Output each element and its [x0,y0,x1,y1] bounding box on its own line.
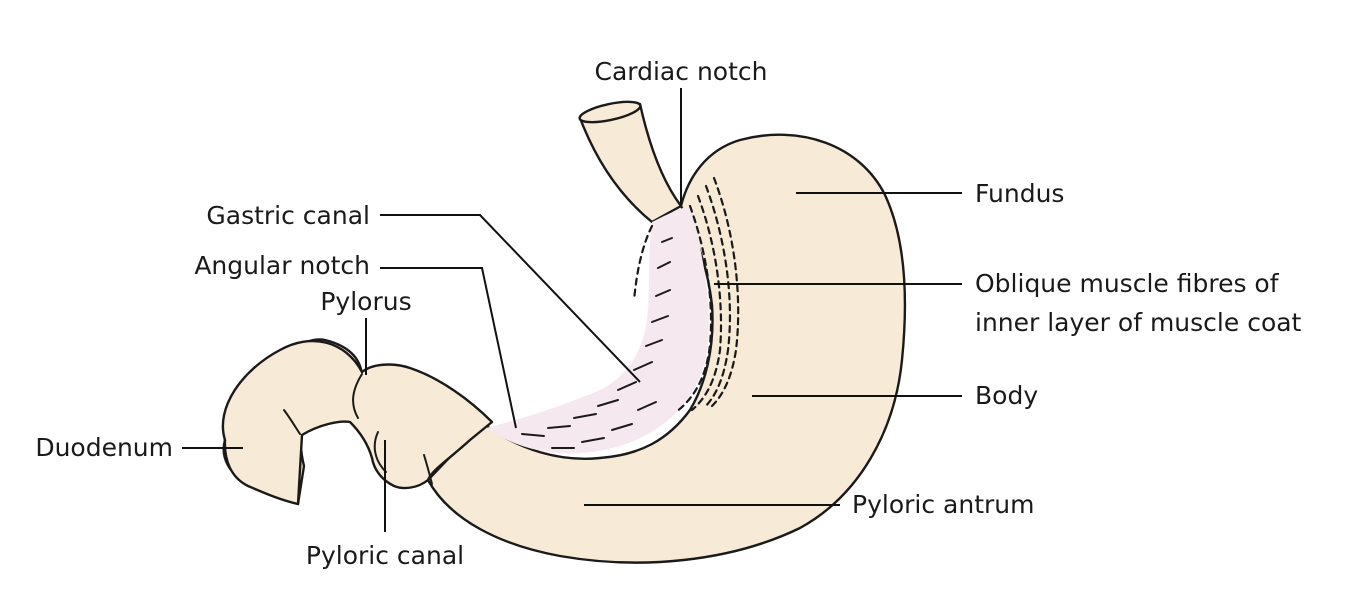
hatch [597,399,619,407]
label-angular-notch: Angular notch [194,251,370,280]
stomach [222,133,907,564]
hatch [655,289,671,297]
duodenum-region [221,339,494,506]
duodenum-outline [221,339,494,506]
hatch [547,425,571,429]
label-fundus: Fundus [975,179,1064,208]
hatch [573,413,597,419]
hatch [633,361,653,371]
label-cardiac-notch: Cardiac notch [595,57,768,86]
leader-lines [182,88,962,532]
hatch [657,261,671,269]
hatch [611,423,633,431]
hatch [661,237,673,243]
hatch [637,401,657,411]
label-pyloric-canal: Pyloric canal [306,541,464,570]
antrum-fold [423,454,433,485]
leader-gastric-canal [380,214,641,383]
fibre-arc [702,184,732,410]
gastric-canal-band [486,206,709,454]
label-body: Body [975,381,1038,410]
hatch [617,381,637,391]
label-oblique-fibres-line1: Oblique muscle fibres of [975,269,1280,298]
stomach-body-outline [222,133,907,564]
leader-angular-notch [380,267,517,429]
duodenum-fold [283,409,301,435]
hatch [521,433,545,437]
esophagus-opening [578,100,642,124]
label-gastric-canal: Gastric canal [206,201,370,230]
fibre-arc [674,204,713,414]
fibre-arc [690,194,723,412]
fibre-arc [632,224,654,302]
pyloric-canal-groove [373,431,387,473]
hatch [645,339,663,347]
gastric-canal [486,206,709,454]
label-oblique-fibres-line2: inner layer of muscle coat [975,308,1302,337]
oblique-muscle-fibres [632,176,740,414]
label-pylorus: Pylorus [320,287,411,316]
label-pyloric-antrum: Pyloric antrum [852,490,1034,519]
pylorus-groove [352,373,363,419]
labels: Cardiac notch Fundus Gastric canal Angul… [35,57,1301,570]
hatch [651,315,669,323]
esophagus [578,100,683,224]
label-duodenum: Duodenum [35,433,173,462]
hatch [581,437,605,443]
fibre-arc [710,176,740,408]
